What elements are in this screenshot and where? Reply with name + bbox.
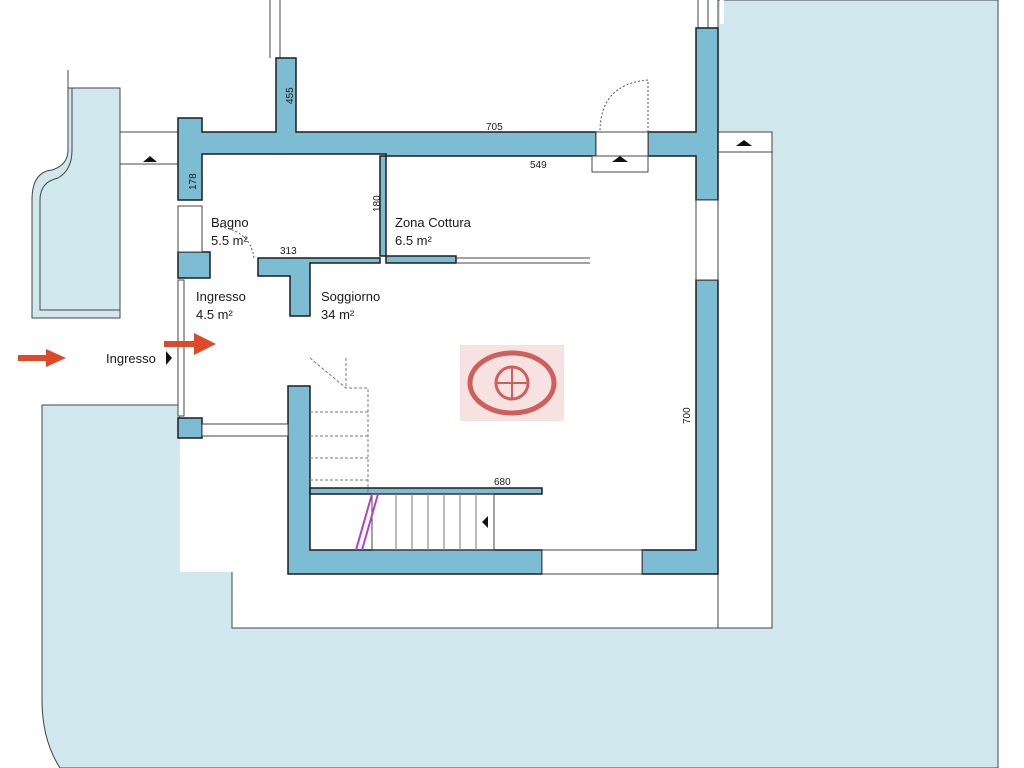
stair-direction-icon (482, 516, 488, 528)
room-area-soggiorno: 34 m² (321, 307, 355, 322)
wall-partition-vertical (379, 155, 387, 257)
terrace-areas (31, 0, 999, 768)
direction-markers (143, 140, 752, 365)
terrace-top-gap (720, 0, 724, 24)
room-name-soggiorno: Soggiorno (321, 289, 380, 304)
dim-680: 680 (494, 477, 511, 488)
entrance-arrows (18, 333, 216, 367)
terrace-left-inner (39, 87, 121, 311)
wall-680 (309, 487, 543, 495)
window-bottom (541, 549, 643, 575)
arrow-right-icon (18, 349, 66, 367)
stair-handrail (355, 493, 379, 551)
dim-700: 700 (682, 407, 693, 424)
dim-455: 455 (285, 87, 296, 104)
dim-180: 180 (372, 195, 383, 212)
triangle-up-icon (736, 140, 752, 146)
wall-bagno-lower (177, 251, 211, 279)
triangle-right-icon (166, 351, 172, 365)
arrow-right-icon (164, 333, 216, 355)
globe-icon (460, 345, 564, 421)
dim-178: 178 (188, 173, 199, 190)
dimension-labels: 455 705 549 178 180 313 700 680 (188, 87, 693, 488)
interior-floor (180, 132, 718, 572)
window-ingresso (177, 279, 185, 417)
triangle-up-icon (612, 156, 628, 162)
door-swings (211, 79, 649, 259)
entrance-label: Ingresso (106, 351, 156, 366)
room-area-ingresso: 4.5 m² (196, 307, 234, 322)
dim-549: 549 (530, 160, 547, 171)
wall-pillar (177, 417, 203, 439)
walkways (119, 0, 773, 629)
room-area-bagno: 5.5 m² (211, 233, 249, 248)
window-bottom-left-sill (201, 423, 289, 437)
window-right-upper (695, 199, 719, 281)
dim-705: 705 (486, 122, 503, 133)
openings (177, 131, 719, 575)
wall-partition-horizontal (385, 255, 457, 264)
walls (177, 27, 719, 575)
room-area-zona-cottura: 6.5 m² (395, 233, 433, 248)
room-name-ingresso: Ingresso (196, 289, 246, 304)
door-top-right (595, 131, 649, 157)
room-name-zona-cottura: Zona Cottura (395, 215, 472, 230)
staircase (309, 357, 495, 551)
wall-313 (257, 257, 381, 317)
walkway-right-strip (717, 151, 773, 629)
window-bagno (177, 205, 203, 253)
triangle-up-icon (143, 156, 157, 162)
room-labels: Bagno 5.5 m² Zona Cottura 6.5 m² Ingress… (106, 215, 472, 366)
room-name-bagno: Bagno (211, 215, 249, 230)
dim-313: 313 (280, 246, 297, 257)
